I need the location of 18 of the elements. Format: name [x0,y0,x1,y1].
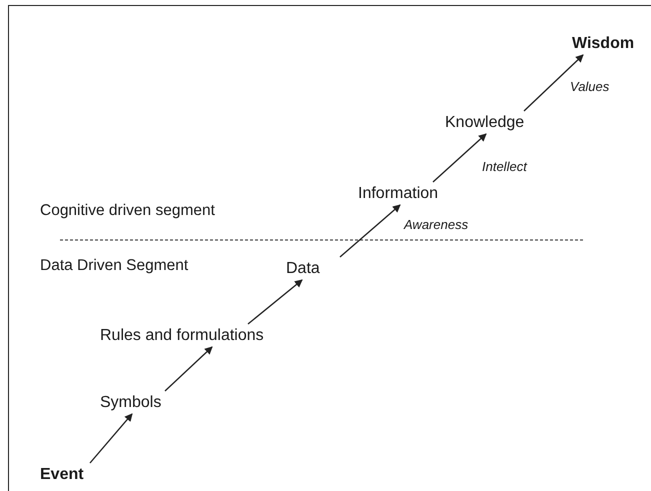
stage-label: Event [40,465,84,484]
stage-label: Rules and formulations [100,326,264,345]
segment-label: Cognitive driven segment [40,201,215,220]
arrow [432,133,487,182]
stage-label: Information [358,184,438,203]
arrow [90,413,133,464]
edge-label: Values [570,79,610,95]
stage-label: Symbols [100,393,162,412]
edge-label: Awareness [404,217,468,233]
arrow [248,279,303,324]
arrow [340,204,401,258]
stage-label: Data [286,259,320,278]
stage-label: Knowledge [445,113,524,132]
arrow [164,346,213,392]
arrow [524,54,584,112]
stage-label: Wisdom [572,34,634,53]
edge-label: Intellect [482,159,527,175]
segment-label: Data Driven Segment [40,256,188,275]
